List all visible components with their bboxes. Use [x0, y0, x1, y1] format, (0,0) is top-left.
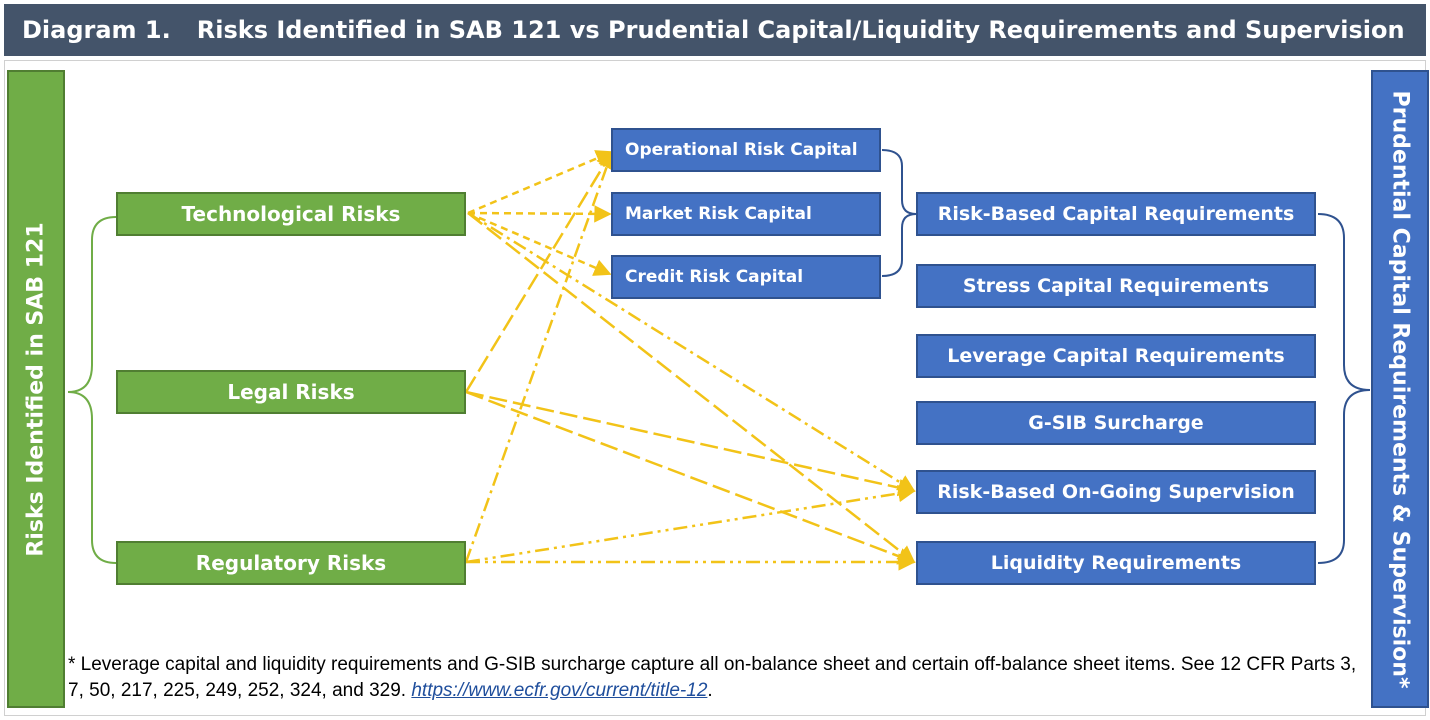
arrow-legal-to-supervision — [465, 390, 916, 497]
arrow-tech-to-market — [467, 205, 612, 223]
footnote: * Leverage capital and liquidity require… — [68, 652, 1368, 704]
req-leverage-capital: Leverage Capital Requirements — [916, 334, 1316, 378]
req-risk-based-supervision: Risk-Based On-Going Supervision — [916, 470, 1316, 514]
capital-components-bracket — [881, 149, 917, 277]
diagram-number: Diagram 1. — [22, 16, 171, 44]
capital-operational-risk: Operational Risk Capital — [611, 128, 881, 172]
left-bracket — [67, 216, 117, 564]
right-category-bar: Prudential Capital Requirements & Superv… — [1371, 70, 1429, 708]
risk-regulatory: Regulatory Risks — [116, 541, 466, 585]
arrow-tech-to-supervision — [467, 211, 916, 493]
arrow-regulatory-to-supervision — [465, 484, 916, 564]
capital-market-risk: Market Risk Capital — [611, 192, 881, 236]
arrow-tech-to-credit — [467, 211, 612, 276]
arrow-legal-to-liquidity — [465, 390, 916, 565]
diagram-title: Risks Identified in SAB 121 vs Prudentia… — [196, 16, 1405, 44]
risk-technological: Technological Risks — [116, 192, 466, 236]
footnote-link[interactable]: https://www.ecfr.gov/current/title-12 — [411, 680, 708, 701]
right-bracket — [1317, 213, 1371, 564]
req-risk-based-capital: Risk-Based Capital Requirements — [916, 192, 1316, 236]
arrow-regulatory-to-operational — [464, 150, 615, 563]
title-bar: Diagram 1. Risks Identified in SAB 121 v… — [4, 4, 1426, 56]
arrow-tech-to-operational — [467, 150, 614, 215]
left-category-bar: Risks Identified in SAB 121 — [7, 70, 65, 708]
req-liquidity: Liquidity Requirements — [916, 541, 1316, 585]
footnote-text: * Leverage capital and liquidity require… — [68, 654, 1357, 701]
req-stress-capital: Stress Capital Requirements — [916, 264, 1316, 308]
capital-credit-risk: Credit Risk Capital — [611, 255, 881, 299]
footnote-end: . — [707, 680, 713, 701]
req-gsib-surcharge: G-SIB Surcharge — [916, 401, 1316, 445]
risk-legal: Legal Risks — [116, 370, 466, 414]
